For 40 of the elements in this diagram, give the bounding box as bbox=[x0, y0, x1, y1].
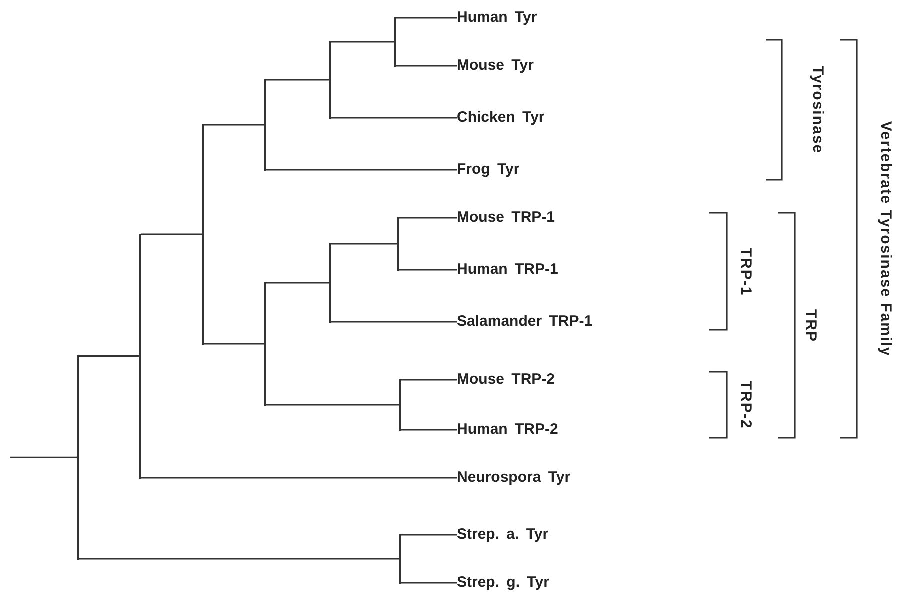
group-label: TRP-1 bbox=[738, 247, 754, 296]
tree-branch bbox=[401, 534, 457, 536]
tree-branch bbox=[399, 217, 457, 219]
tree-branch bbox=[79, 355, 139, 358]
tree-branch bbox=[266, 79, 329, 81]
tree-branch bbox=[331, 41, 394, 43]
tree-branch bbox=[331, 243, 397, 245]
taxon-label: Frog Tyr bbox=[457, 160, 520, 180]
group-label: TRP-2 bbox=[738, 380, 754, 430]
group-label: Vertebrate Tyrosinase Family bbox=[878, 121, 894, 357]
taxon-label: Salamander TRP-1 bbox=[457, 312, 593, 332]
tree-branch bbox=[266, 404, 399, 406]
taxon-label: Strep. g. Tyr bbox=[457, 573, 550, 593]
tree-branch bbox=[401, 379, 457, 381]
taxon-label: Neurospora Tyr bbox=[457, 468, 571, 488]
taxon-label: Mouse TRP-1 bbox=[457, 208, 556, 228]
taxon-label: Strep. a. Tyr bbox=[457, 525, 549, 545]
tree-branch bbox=[10, 456, 77, 458]
tree-branch bbox=[266, 169, 457, 171]
tree-branch bbox=[399, 269, 457, 271]
taxon-label: Mouse TRP-2 bbox=[457, 370, 556, 390]
tree-branch bbox=[204, 343, 264, 345]
group-label: Tyrosinase bbox=[810, 66, 826, 154]
taxon-label: Chicken Tyr bbox=[457, 108, 545, 128]
tree-branch bbox=[141, 234, 202, 236]
tree-branch bbox=[396, 17, 457, 19]
taxon-label: Human Tyr bbox=[457, 8, 538, 28]
tree-branch bbox=[141, 477, 457, 479]
tree-branch bbox=[79, 558, 399, 560]
tree-branch bbox=[331, 117, 457, 119]
tree-branch bbox=[266, 282, 329, 284]
group-label: TRP bbox=[802, 309, 820, 342]
tree-branch bbox=[204, 124, 264, 126]
tree-branch bbox=[401, 429, 457, 431]
tree-branch bbox=[331, 321, 457, 323]
taxon-label: Human TRP-2 bbox=[457, 420, 558, 440]
taxon-label: Mouse Tyr bbox=[457, 56, 534, 76]
taxon-label: Human TRP-1 bbox=[457, 260, 558, 280]
tree-branch bbox=[401, 582, 457, 584]
tree-branch bbox=[396, 65, 457, 67]
